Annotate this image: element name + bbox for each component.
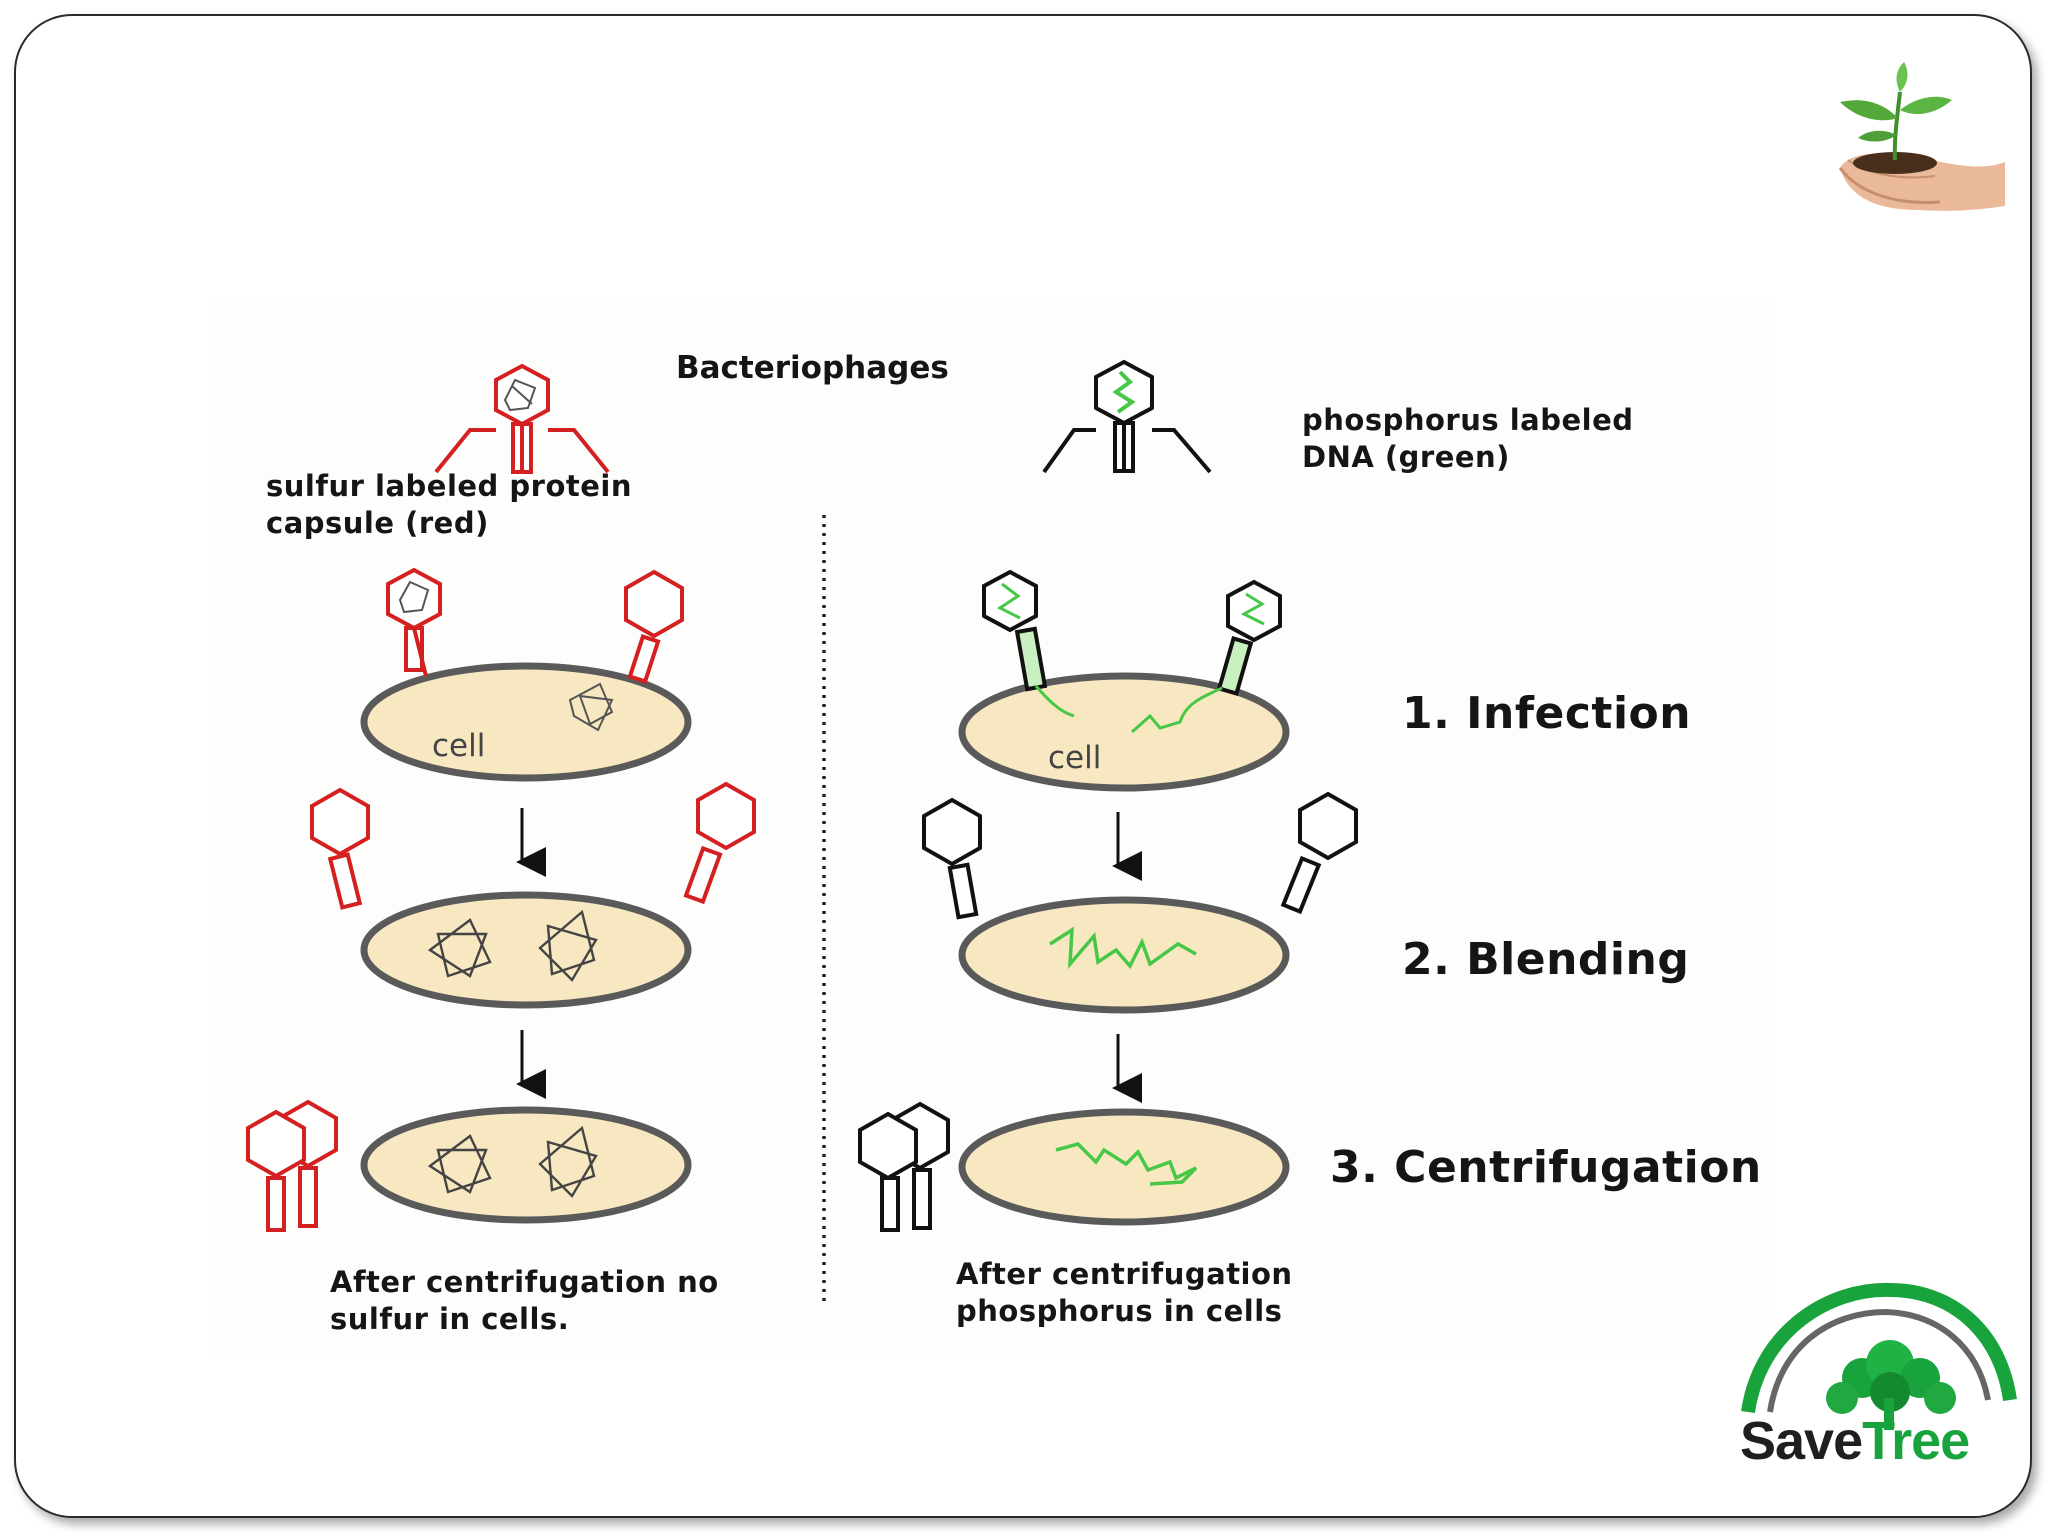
step-centrifugation: 3. Centrifugation (1330, 1142, 1762, 1193)
right-dna-blend (1049, 926, 1197, 970)
left-dna-tangle-1 (568, 682, 614, 732)
right-cell-2 (958, 896, 1290, 1014)
left-phage-label: sulfur labeled protein capsule (red) (266, 469, 633, 540)
left-phage-blend-2 (683, 781, 756, 905)
right-phage-infect-1 (982, 569, 1048, 692)
left-cell-2 (360, 891, 692, 1009)
tree-icon (1741, 1282, 2017, 1430)
left-conclusion: After centrifugation no sulfur in cells. (330, 1265, 719, 1336)
right-phage-infect-2 (1216, 579, 1282, 696)
right-phage-centrifuge (858, 1101, 950, 1232)
green-phage-legend (1042, 359, 1212, 474)
right-phage-blend-2 (1280, 791, 1358, 915)
save-tree-logo: SaveTree (1740, 1410, 1970, 1472)
left-cell-3 (360, 1106, 692, 1224)
left-phage-infect-1 (386, 567, 442, 677)
logo-word-tree: Tree (1862, 1411, 1970, 1471)
right-dna-centrifuge (1055, 1142, 1198, 1186)
right-conclusion: After centrifugation phosphorus in cells (956, 1257, 1293, 1328)
right-injected-dna (1034, 685, 1223, 734)
right-cell-1 (958, 672, 1290, 792)
left-phage-blend-1 (310, 787, 370, 910)
left-phage-centrifuge (246, 1099, 338, 1232)
left-dna-tangles (427, 909, 598, 1198)
diagram-title: Bacteriophages (676, 350, 949, 386)
left-cell-label: cell (432, 728, 486, 764)
right-cell-label: cell (1048, 740, 1102, 776)
right-phage-blend-1 (922, 797, 982, 920)
left-phage-infect-2 (624, 569, 684, 684)
left-cell-1 (360, 662, 692, 782)
step-blending: 2. Blending (1402, 934, 1690, 985)
logo-word-save: Save (1740, 1411, 1863, 1471)
right-phage-label: phosphorus labeled DNA (green) (1302, 403, 1634, 474)
right-cell-3 (958, 1108, 1290, 1226)
red-phage-legend (434, 363, 610, 474)
step-infection: 1. Infection (1402, 688, 1692, 739)
